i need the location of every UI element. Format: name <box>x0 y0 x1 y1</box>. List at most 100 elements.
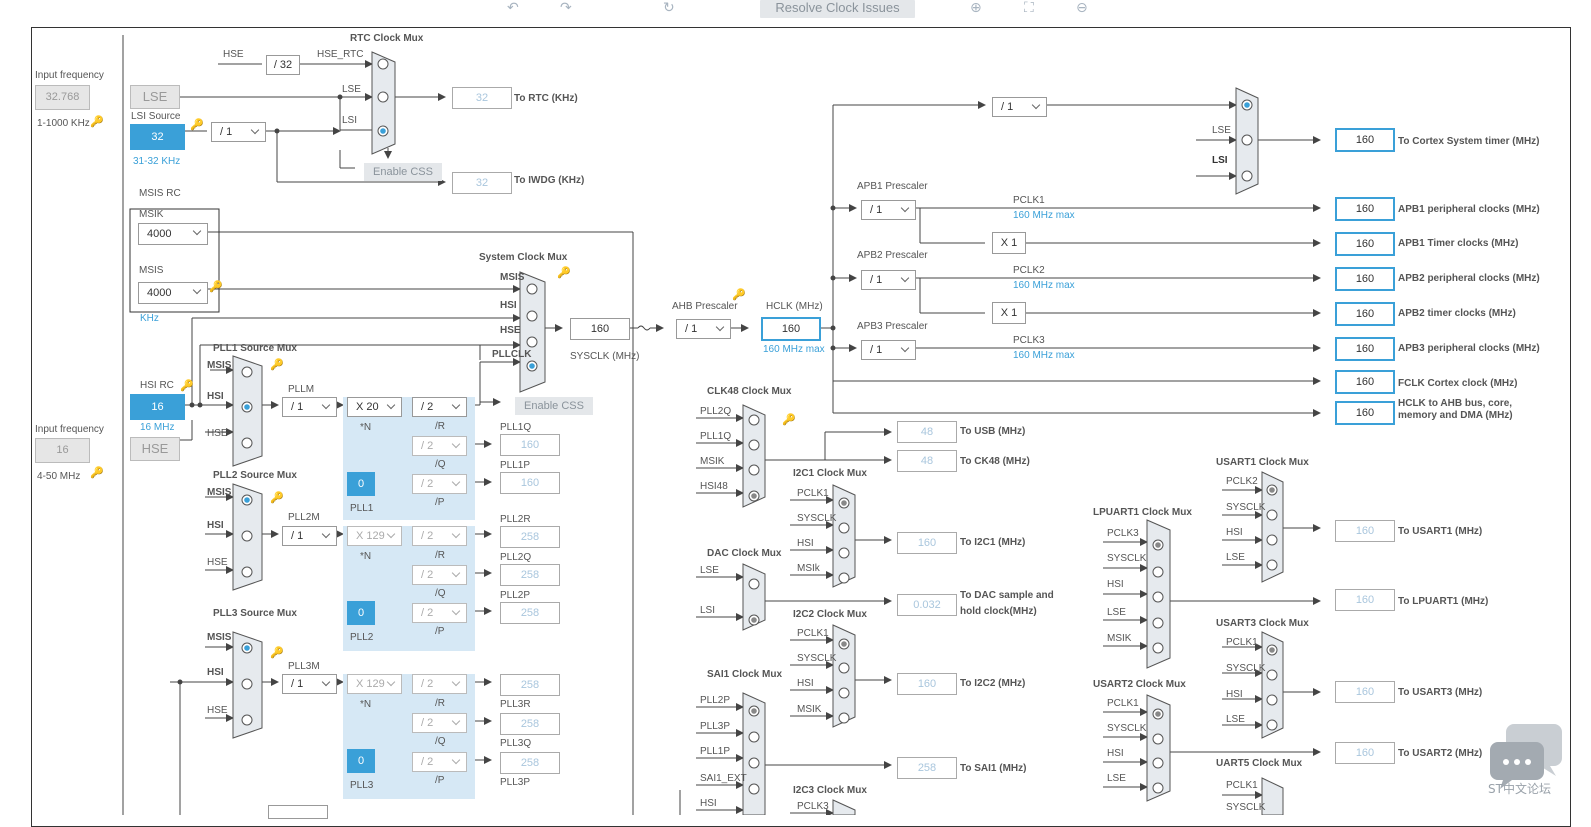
resolve-clock-issues-button[interactable]: Resolve Clock Issues <box>760 0 915 18</box>
i2c2-output-value: 160 <box>897 673 957 695</box>
pll2-fracn-value[interactable]: 0 <box>347 601 375 625</box>
sai1-in-5: HSI <box>700 798 717 809</box>
pll1-msis-label: MSIS <box>207 360 232 371</box>
pll1q-value: 160 <box>500 434 560 456</box>
pll3-fracn-value[interactable]: 0 <box>347 749 375 773</box>
pll2-n-label: *N <box>360 551 372 562</box>
apb3-peripheral-value[interactable]: 160 <box>1335 337 1395 361</box>
rtc-enable-css-button[interactable]: Enable CSS <box>364 163 442 181</box>
pll3-r-label: /R <box>435 698 445 709</box>
pll3-panel <box>343 674 475 799</box>
usart3-output-label: To USART3 (MHz) <box>1398 687 1483 698</box>
lsi-source-label: LSI Source <box>131 111 181 122</box>
sysclk-hsi-label: HSI <box>500 300 517 311</box>
systick-divider-select[interactable]: / 1 <box>992 97 1047 117</box>
rtc-lsi-label: LSI <box>342 115 358 126</box>
apb2-prescaler-select[interactable]: / 1 <box>861 270 916 290</box>
i2c2-in-3: HSI <box>797 678 814 689</box>
hse-source-box[interactable]: HSE <box>130 437 180 461</box>
pll3p-label: PLL3P <box>500 777 531 788</box>
pll1-p-select[interactable]: / 2 <box>412 474 467 494</box>
pll1-m-select[interactable]: / 1 <box>282 397 337 417</box>
lse-source-box[interactable]: LSE <box>130 85 180 109</box>
apb2-peripheral-value[interactable]: 160 <box>1335 267 1395 291</box>
pll1-source-mux-title: PLL1 Source Mux <box>213 343 297 354</box>
pll1-q-select[interactable]: / 2 <box>412 436 467 456</box>
apb3-prescaler-select[interactable]: / 1 <box>861 340 916 360</box>
pll1-r-label: /R <box>435 421 445 432</box>
lpuart1-in-1: PCLK3 <box>1107 528 1139 539</box>
apb1-timer-label: APB1 Timer clocks (MHz) <box>1398 238 1519 249</box>
msik-frequency-select[interactable]: 4000 <box>138 223 208 245</box>
lpuart1-in-4: LSE <box>1107 607 1126 618</box>
fclk-value[interactable]: 160 <box>1335 370 1395 394</box>
uart5-in-2: SYSCLK <box>1226 802 1266 813</box>
cortex-system-timer-label: To Cortex System timer (MHz) <box>1398 136 1540 147</box>
pll3-p-label: /P <box>435 775 445 786</box>
clk48-in-4: HSI48 <box>700 481 728 492</box>
pll2-q-label: /Q <box>435 588 446 599</box>
lse-input-frequency-label: Input frequency <box>35 70 104 81</box>
rtc-output-label: To RTC (KHz) <box>514 93 578 104</box>
pll3-n-select[interactable]: X 129 <box>347 674 402 694</box>
pll2-q-select[interactable]: / 2 <box>412 565 467 585</box>
pll2p-label: PLL2P <box>500 590 531 601</box>
apb2-timer-value[interactable]: 160 <box>1335 302 1395 326</box>
apb1-prescaler-select[interactable]: / 1 <box>861 200 916 220</box>
cortex-system-timer-value[interactable]: 160 <box>1335 128 1395 152</box>
clk48-in-1: PLL2Q <box>700 406 732 417</box>
hclk-value[interactable]: 160 <box>761 317 821 341</box>
msis-unit-label: KHz <box>140 313 159 324</box>
refresh-icon[interactable]: ↻ <box>663 0 675 16</box>
pll1-n-select[interactable]: X 20 <box>347 397 402 417</box>
pclk3-max-label: 160 MHz max <box>1013 350 1075 361</box>
msis-frequency-select[interactable]: 4000 <box>138 282 208 304</box>
hsi-value[interactable]: 16 <box>130 394 185 420</box>
usart1-output-label: To USART1 (MHz) <box>1398 526 1483 537</box>
pll2-hsi-label: HSI <box>207 520 224 531</box>
dac-mux-title: DAC Clock Mux <box>707 548 782 559</box>
lpuart1-mux-title: LPUART1 Clock Mux <box>1093 507 1192 518</box>
usart3-in-1: PCLK1 <box>1226 637 1258 648</box>
lsi-range-label: 31-32 KHz <box>133 156 181 167</box>
redo-icon[interactable]: ↷ <box>560 0 572 16</box>
i2c1-output-value: 160 <box>897 532 957 554</box>
apb1-timer-multiplier: X 1 <box>992 232 1026 254</box>
pll2-p-select[interactable]: / 2 <box>412 603 467 623</box>
undo-icon[interactable]: ↶ <box>507 0 519 16</box>
pll2-n-select[interactable]: X 129 <box>347 526 402 546</box>
pll3-q-select[interactable]: / 2 <box>412 713 467 733</box>
pll3-m-select[interactable]: / 1 <box>282 674 337 694</box>
hse-input-frequency-field[interactable]: 16 <box>35 438 90 463</box>
sai1-in-1: PLL2P <box>700 695 731 706</box>
fit-icon[interactable]: ⛶ <box>1024 0 1034 16</box>
apb1-peripheral-value[interactable]: 160 <box>1335 197 1395 221</box>
pll1-fracn-value[interactable]: 0 <box>347 472 375 496</box>
apb1-timer-value[interactable]: 160 <box>1335 232 1395 256</box>
clk48-in-2: PLL1Q <box>700 431 732 442</box>
hclk-output-value[interactable]: 160 <box>1335 401 1395 425</box>
i2c1-in-3: HSI <box>797 538 814 549</box>
dac-output-value: 0.032 <box>897 594 957 616</box>
toolbar: ↶ ↷ ↻ Resolve Clock Issues ⊕ ⛶ ⊖ <box>0 0 1591 22</box>
pll3-r-select[interactable]: / 2 <box>412 674 467 694</box>
lsi-divider-select[interactable]: / 1 <box>211 122 266 142</box>
zoom-out-icon[interactable]: ⊖ <box>1076 0 1088 16</box>
lse-input-frequency-field[interactable]: 32.768 <box>35 85 90 110</box>
zoom-in-icon[interactable]: ⊕ <box>970 0 982 16</box>
sai1-in-4: SAI1_EXT <box>700 773 747 784</box>
i2c3-mux-title: I2C3 Clock Mux <box>793 785 867 796</box>
usart1-output-value: 160 <box>1335 520 1395 542</box>
chat-bubble-icon[interactable]: ST中文论坛 <box>1488 722 1563 815</box>
pll2-r-select[interactable]: / 2 <box>412 526 467 546</box>
hclk-label: HCLK (MHz) <box>766 301 823 312</box>
ahb-prescaler-select[interactable]: / 1 <box>676 319 731 339</box>
pll2-panel <box>343 526 475 651</box>
lsi-value[interactable]: 32 <box>130 124 185 150</box>
sysclk-enable-css-button[interactable]: Enable CSS <box>515 397 593 415</box>
pll3-p-select[interactable]: / 2 <box>412 752 467 772</box>
pll2-m-select[interactable]: / 1 <box>282 526 337 546</box>
pll1-r-select[interactable]: / 2 <box>412 397 467 417</box>
pll2q-label: PLL2Q <box>500 552 532 563</box>
